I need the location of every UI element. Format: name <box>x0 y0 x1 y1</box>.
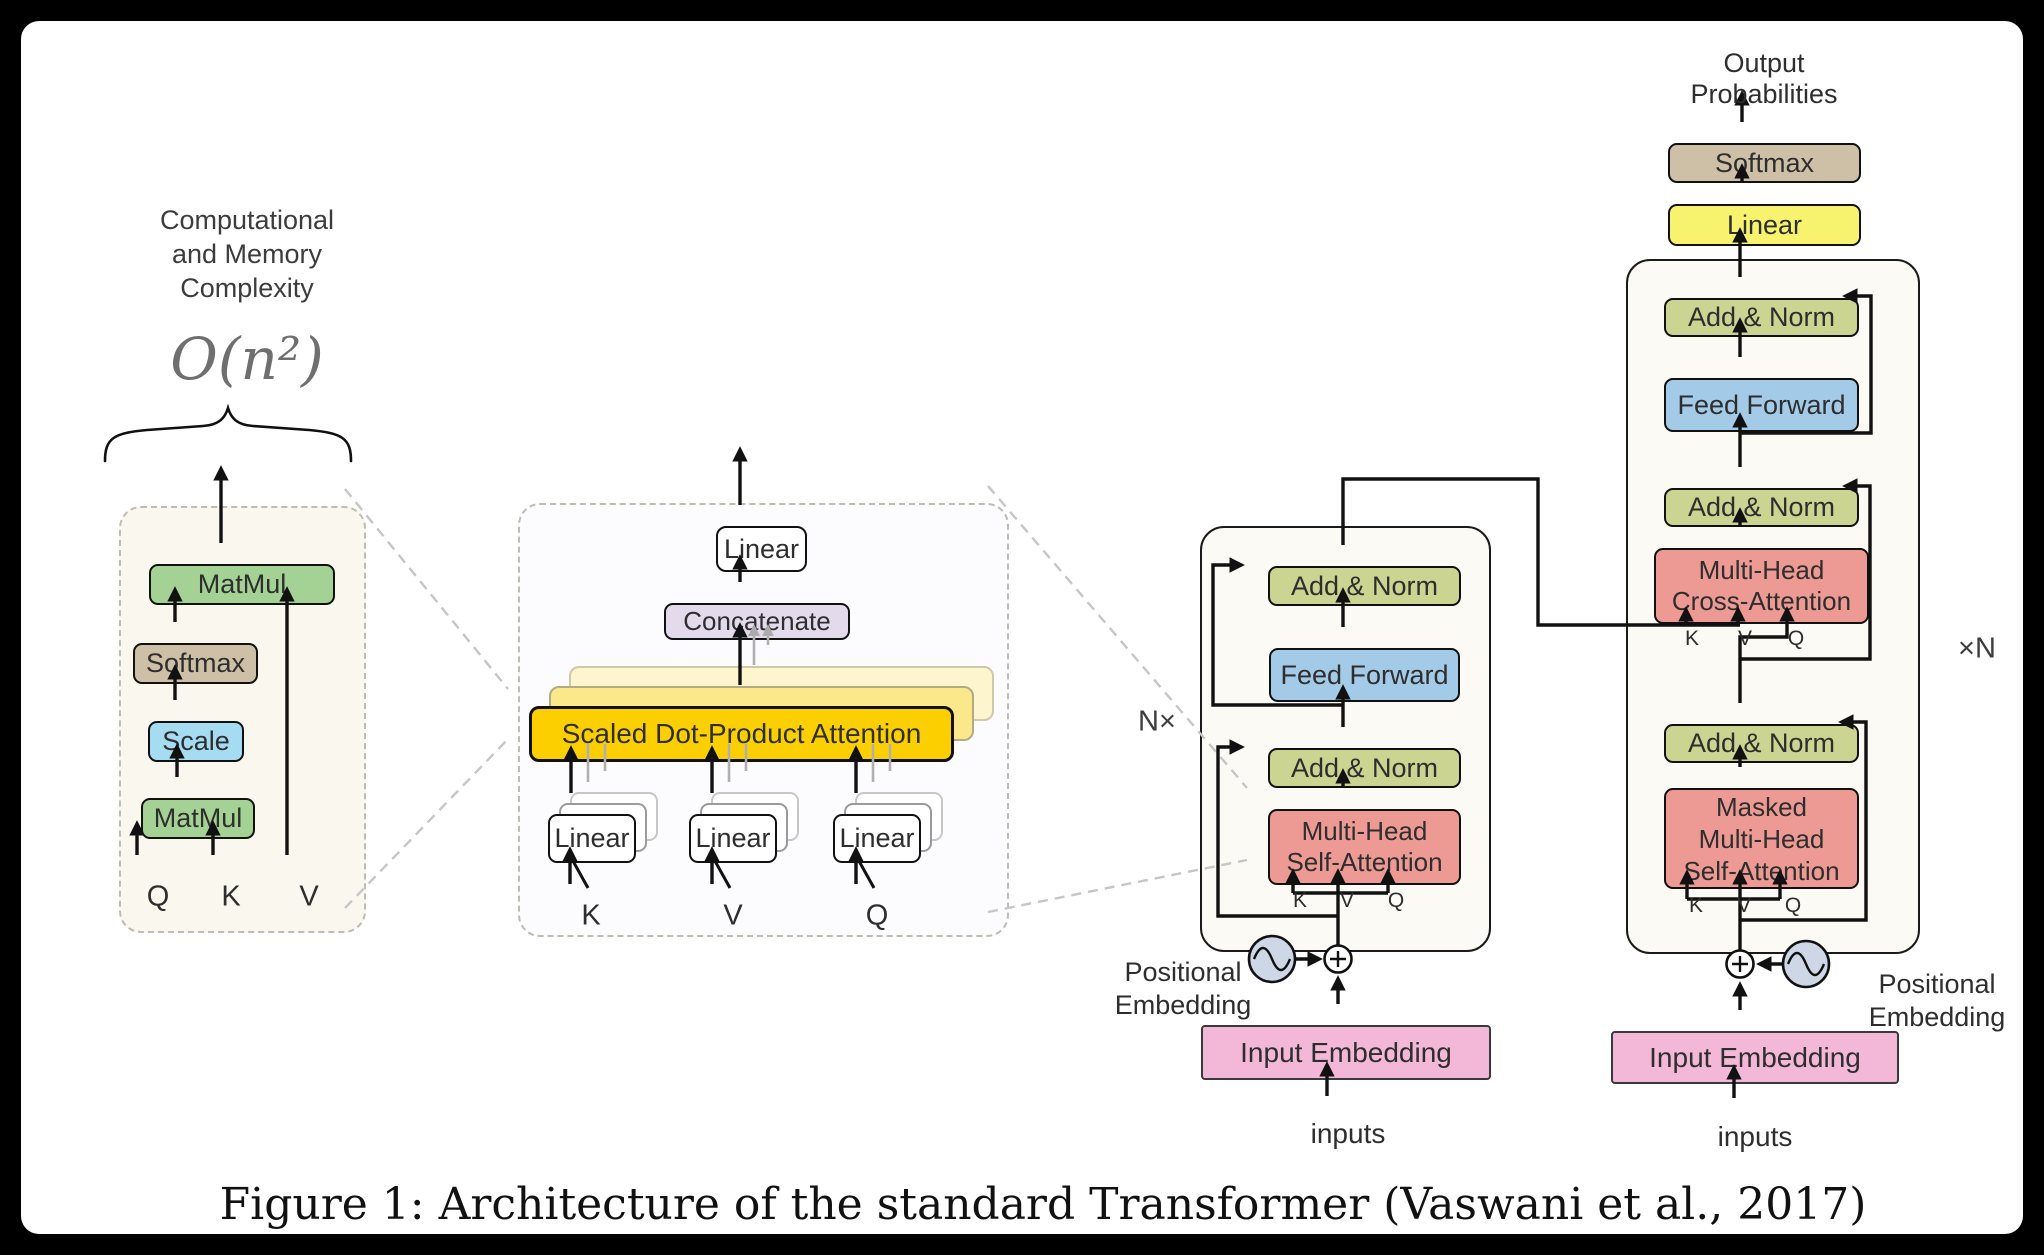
mha-q-label: Q <box>865 899 889 932</box>
mha-k-label: K <box>581 899 601 932</box>
encoder-positional-label: Positional Embedding <box>1114 957 1252 1020</box>
encoder-feed-forward-box: Feed Forward <box>1269 648 1460 702</box>
mha-linear-out-box: Linear <box>716 526 807 572</box>
decoder-masked-q-label: Q <box>1784 894 1802 917</box>
softmax-box: Softmax <box>133 643 258 684</box>
decoder-inputs-label: inputs <box>1717 1121 1793 1152</box>
encoder-input-embedding-box: Input Embedding <box>1201 1025 1491 1080</box>
encoder-inputs-label: inputs <box>1310 1118 1386 1149</box>
decoder-masked-k-label: K <box>1688 894 1704 917</box>
q-input-label: Q <box>146 880 170 913</box>
decoder-cross-q-label: Q <box>1787 627 1805 650</box>
decoder-add-norm-mid-box: Add & Norm <box>1664 488 1859 527</box>
decoder-repeat-label: ×N <box>1958 632 1996 665</box>
decoder-softmax-box: Softmax <box>1668 143 1861 183</box>
figure-canvas: Computational and Memory Complexity O(n²… <box>21 21 2023 1234</box>
matmul-bottom-box: MatMul <box>141 798 255 839</box>
complexity-title: Computational and Memory Complexity <box>159 205 335 303</box>
matmul-top-box: MatMul <box>149 564 335 605</box>
encoder-q-label: Q <box>1387 889 1405 912</box>
decoder-add-norm-bottom-box: Add & Norm <box>1664 724 1859 763</box>
output-probabilities-label: Output Probabilities <box>1690 48 1838 109</box>
figure-caption: Figure 1: Architecture of the standard T… <box>219 1179 1867 1230</box>
encoder-k-label: K <box>1292 889 1308 912</box>
decoder-positional-label: Positional Embedding <box>1868 969 2006 1032</box>
complexity-formula: O(n²) <box>170 325 324 393</box>
linear-q-box: Linear <box>833 814 921 863</box>
scale-box: Scale <box>148 721 244 762</box>
encoder-add-norm-bottom-box: Add & Norm <box>1268 748 1461 788</box>
decoder-input-embedding-box: Input Embedding <box>1611 1031 1899 1084</box>
encoder-self-attention-box: Multi-Head Self-Attention <box>1268 809 1461 885</box>
complexity-brace <box>103 403 353 463</box>
encoder-add-norm-top-box: Add & Norm <box>1268 566 1461 606</box>
concatenate-box: Concatenate <box>664 603 850 640</box>
mha-v-label: V <box>723 899 743 932</box>
k-input-label: K <box>221 880 241 913</box>
v-input-label: V <box>299 880 319 913</box>
decoder-add-norm-top-box: Add & Norm <box>1664 298 1859 337</box>
decoder-cross-k-label: K <box>1684 627 1700 650</box>
linear-v-box: Linear <box>689 814 777 863</box>
sdpa-box: Scaled Dot-Product Attention <box>529 706 954 762</box>
linear-k-box: Linear <box>548 814 636 863</box>
decoder-linear-box: Linear <box>1668 204 1861 246</box>
encoder-v-label: V <box>1339 889 1355 912</box>
decoder-masked-attention-box: Masked Multi-Head Self-Attention <box>1664 788 1859 889</box>
encoder-repeat-label: N× <box>1138 705 1176 738</box>
decoder-masked-v-label: V <box>1736 894 1752 917</box>
decoder-feed-forward-box: Feed Forward <box>1664 378 1859 432</box>
decoder-cross-attention-box: Multi-Head Cross-Attention <box>1654 548 1869 624</box>
decoder-cross-v-label: V <box>1737 627 1753 650</box>
decoder-add-icon <box>1725 949 1755 979</box>
